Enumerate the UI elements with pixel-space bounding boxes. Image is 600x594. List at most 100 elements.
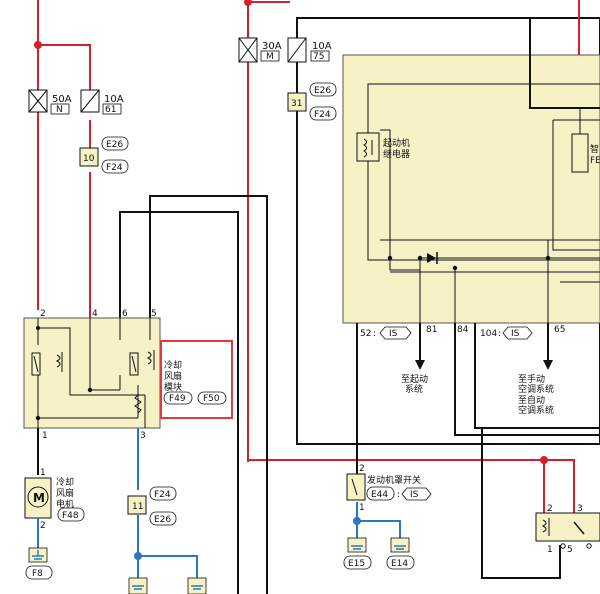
svg-text:11: 11: [132, 502, 143, 512]
fan-module-ref-f49: F49: [163, 391, 193, 405]
svg-text:风扇: 风扇: [56, 487, 74, 499]
ecm-junctions: [387, 255, 551, 271]
hood-switch-pin-2: 2: [359, 464, 365, 474]
svg-text:至自动: 至自动: [518, 394, 545, 406]
svg-text:空调系统: 空调系统: [518, 383, 554, 395]
fan-module-switch-1: [31, 352, 41, 376]
pin-84-label: 84: [457, 325, 469, 335]
svg-text:F24: F24: [314, 110, 331, 120]
svg-text:F49: F49: [169, 394, 186, 404]
bottom-relay: 2 3 1 5: [535, 504, 600, 555]
fuse-10a-61-rating: 10A: [104, 94, 124, 105]
svg-text::: :: [397, 490, 400, 500]
svg-text:至起动: 至起动: [401, 374, 428, 385]
svg-text:E44: E44: [371, 490, 388, 500]
ecm-out-wires: [419, 323, 600, 436]
pin-65-label: 65: [554, 325, 565, 335]
fuse-50a: 50A N: [28, 89, 72, 115]
blue-ground-wires: [37, 428, 401, 578]
bottom-relay-pin-2: 2: [547, 504, 553, 514]
red-junctions: [34, 0, 548, 464]
svg-text:风扇: 风扇: [164, 370, 182, 382]
ground-e14-label: E14: [391, 559, 408, 569]
fuse-50a-rating: 50A: [52, 94, 72, 105]
fuse-10a-75-code: 75: [313, 52, 324, 62]
fan-module-pin-4: 4: [92, 309, 98, 319]
ecm-module: [342, 54, 600, 324]
fan-motor-pin-1: 1: [40, 468, 46, 478]
ecm-right-block: [529, 18, 600, 109]
svg-text:E26: E26: [314, 86, 331, 96]
fan-module-resistor-icon: [134, 394, 142, 414]
fan-motor-pin-2: 2: [40, 521, 46, 531]
starter-relay-label-2: 继电器: [383, 148, 410, 160]
ground-e14: E14: [386, 537, 415, 570]
svg-text:F24: F24: [154, 490, 171, 500]
bottom-relay-pin-3: 3: [577, 504, 583, 514]
connector-11-ref-e26: E26: [149, 511, 177, 526]
diode-icon: [427, 252, 438, 264]
svg-text:空调系统: 空调系统: [518, 404, 554, 416]
ecm-outer-frame: [296, 17, 600, 445]
fan-motor-ref: F48: [57, 507, 85, 522]
svg-text::: :: [498, 329, 501, 339]
right-partial-label-2: FE: [590, 156, 600, 166]
fan-module-coil-1: [55, 352, 63, 372]
pin-52-is-tag: IS: [379, 326, 412, 340]
bottom-relay-wires: [481, 428, 561, 579]
fan-module-coil-2: [146, 350, 155, 370]
fuse-30a-rating: 30A: [262, 41, 282, 52]
hood-switch-label: 发动机罩开关: [367, 474, 421, 486]
svg-text:电机: 电机: [56, 498, 74, 510]
blue-junctions: [134, 517, 361, 560]
ground-f8: F8: [25, 547, 53, 580]
pin-52-label: 52: [360, 329, 371, 339]
svg-text:模块: 模块: [164, 381, 182, 393]
fuse-50a-code: N: [56, 105, 63, 115]
connector-10-ref-e26: E26: [101, 136, 129, 151]
fan-module-pin-1: 1: [42, 431, 48, 441]
ground-e15-label: E15: [348, 559, 365, 569]
svg-text:E26: E26: [106, 140, 123, 150]
svg-text:IS: IS: [389, 329, 398, 339]
right-partial-label-1: 智: [590, 143, 599, 155]
black-wires-left: [119, 195, 268, 594]
dest-ac-system: 至手动 空调系统 至自动 空调系统: [518, 373, 554, 416]
connector-11: 11 F24 E26: [127, 486, 177, 526]
fan-module-junctions: [35, 326, 93, 421]
hood-switch-ref-is: IS: [401, 487, 432, 501]
svg-text:至手动: 至手动: [518, 373, 545, 385]
svg-text:E26: E26: [154, 515, 171, 525]
svg-text:10: 10: [83, 154, 95, 164]
fan-module-ref-f50: F50: [197, 391, 227, 405]
starter-relay-label-1: 起动机: [383, 137, 410, 149]
fan-module-switch-2: [129, 352, 139, 376]
bottom-relay-pin-5: 5: [567, 545, 573, 555]
bottom-relay-pin-1: 1: [547, 545, 553, 555]
fan-module-label-box: 冷却 风扇 模块 F49 F50: [160, 340, 233, 419]
fuse-30a: 30A M: [238, 37, 282, 63]
fan-module-pin-2: 2: [40, 309, 46, 319]
fan-module-pin-3: 3: [140, 431, 146, 441]
ground-bottom-1: [128, 577, 148, 594]
connector-31-ref-e26: E26: [309, 82, 337, 97]
fan-module-pin-6: 6: [122, 309, 128, 319]
svg-text:F50: F50: [203, 394, 220, 404]
arrow-to-ac-icon: [543, 360, 553, 370]
dest-starter-system: 至起动 系统: [401, 374, 428, 395]
svg-text:IS: IS: [511, 329, 520, 339]
ground-bottom-2: [187, 577, 207, 594]
fuse-10a-75: 10A 75: [287, 37, 332, 63]
fuse-30a-code: M: [266, 52, 274, 62]
connector-10: 10 E26 F24: [79, 136, 129, 174]
hood-switch-pin-1: 1: [359, 503, 365, 513]
svg-text:冷却: 冷却: [164, 359, 182, 371]
pin-81-label: 81: [426, 325, 437, 335]
ground-f8-label: F8: [32, 569, 43, 579]
ecm-internal-wiring: [367, 83, 600, 325]
connector-31-ref-f24: F24: [309, 106, 337, 121]
svg-text:31: 31: [291, 99, 302, 109]
hood-switch-ref-e44: E44: [366, 486, 395, 501]
ecm-pin-labels: 52 : IS 81 84 104 : IS 65: [360, 325, 565, 340]
svg-text::: :: [373, 329, 376, 339]
